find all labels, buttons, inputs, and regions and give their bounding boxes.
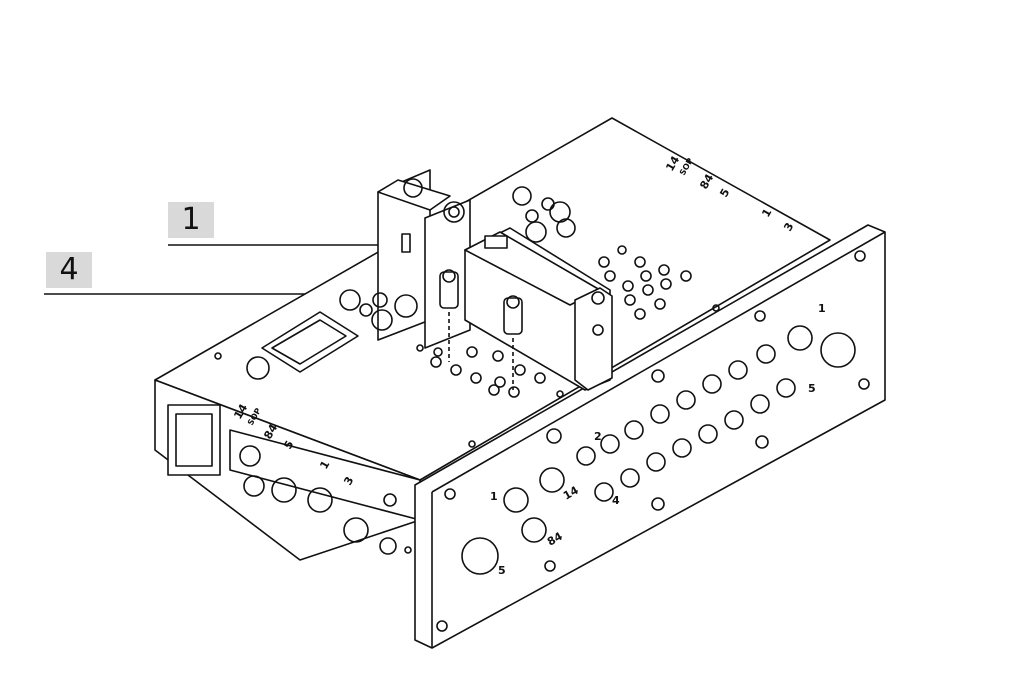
callout-1: 1 xyxy=(168,202,214,238)
callout-4-label: 4 xyxy=(59,252,79,287)
rear-ports xyxy=(339,186,576,331)
top-hole-grid xyxy=(416,245,692,398)
side-face-ports xyxy=(239,445,412,555)
front-label-1-left: 1 xyxy=(490,490,498,503)
front-label-5-right: 5 xyxy=(808,382,816,395)
front-label-2: 2 xyxy=(594,430,602,443)
front-plate-ports xyxy=(436,250,870,632)
label-window xyxy=(261,311,359,373)
callout-4: 4 xyxy=(46,252,92,288)
callout-1-label: 1 xyxy=(181,202,201,237)
front-label-4: 4 xyxy=(612,494,620,507)
front-label-5-left: 5 xyxy=(498,564,506,577)
front-label-1-right: 1 xyxy=(818,302,826,315)
